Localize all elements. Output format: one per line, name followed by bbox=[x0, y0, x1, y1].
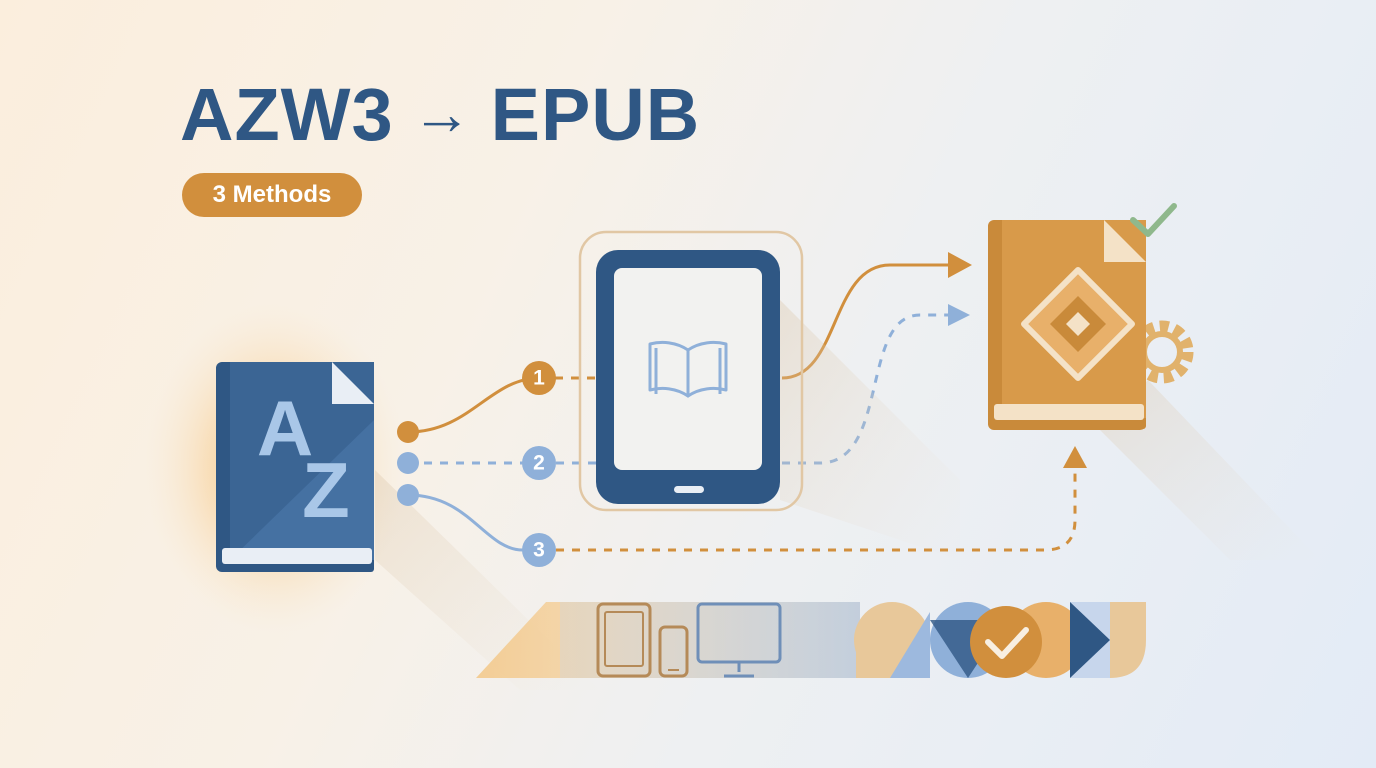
check-icon bbox=[1130, 203, 1177, 237]
step-number-2: 2 bbox=[533, 452, 545, 475]
arrowhead-up bbox=[1063, 446, 1087, 468]
title-to: EPUB bbox=[490, 73, 701, 156]
book-letter-a: A bbox=[257, 384, 313, 472]
source-dot-3 bbox=[397, 484, 419, 506]
source-dot-2 bbox=[397, 452, 419, 474]
check-circle-icon bbox=[970, 606, 1042, 678]
source-dot-1 bbox=[397, 421, 419, 443]
ereader-tablet-icon bbox=[578, 230, 960, 560]
phone-icon bbox=[658, 625, 689, 678]
epub-logo-icon bbox=[1021, 267, 1135, 381]
step-marker-2: 2 bbox=[522, 446, 556, 480]
step-marker-3: 3 bbox=[522, 533, 556, 567]
open-book-icon bbox=[648, 340, 728, 398]
arrowhead-blue bbox=[948, 304, 970, 326]
epub-book-icon bbox=[988, 203, 1320, 560]
step-number-1: 1 bbox=[533, 367, 545, 390]
arrowhead-orange bbox=[948, 252, 972, 278]
step-marker-1: 1 bbox=[522, 361, 556, 395]
title-arrow: → bbox=[411, 80, 473, 147]
book-letter-z: Z bbox=[302, 446, 350, 534]
devices-strip bbox=[476, 602, 1146, 678]
methods-badge: 3 Methods bbox=[182, 173, 362, 217]
title-from: AZW3 bbox=[180, 73, 394, 156]
page-title: AZW3→EPUB bbox=[180, 78, 700, 152]
monitor-icon bbox=[696, 602, 782, 678]
tablet-icon bbox=[596, 602, 652, 678]
step-number-3: 3 bbox=[533, 539, 545, 562]
